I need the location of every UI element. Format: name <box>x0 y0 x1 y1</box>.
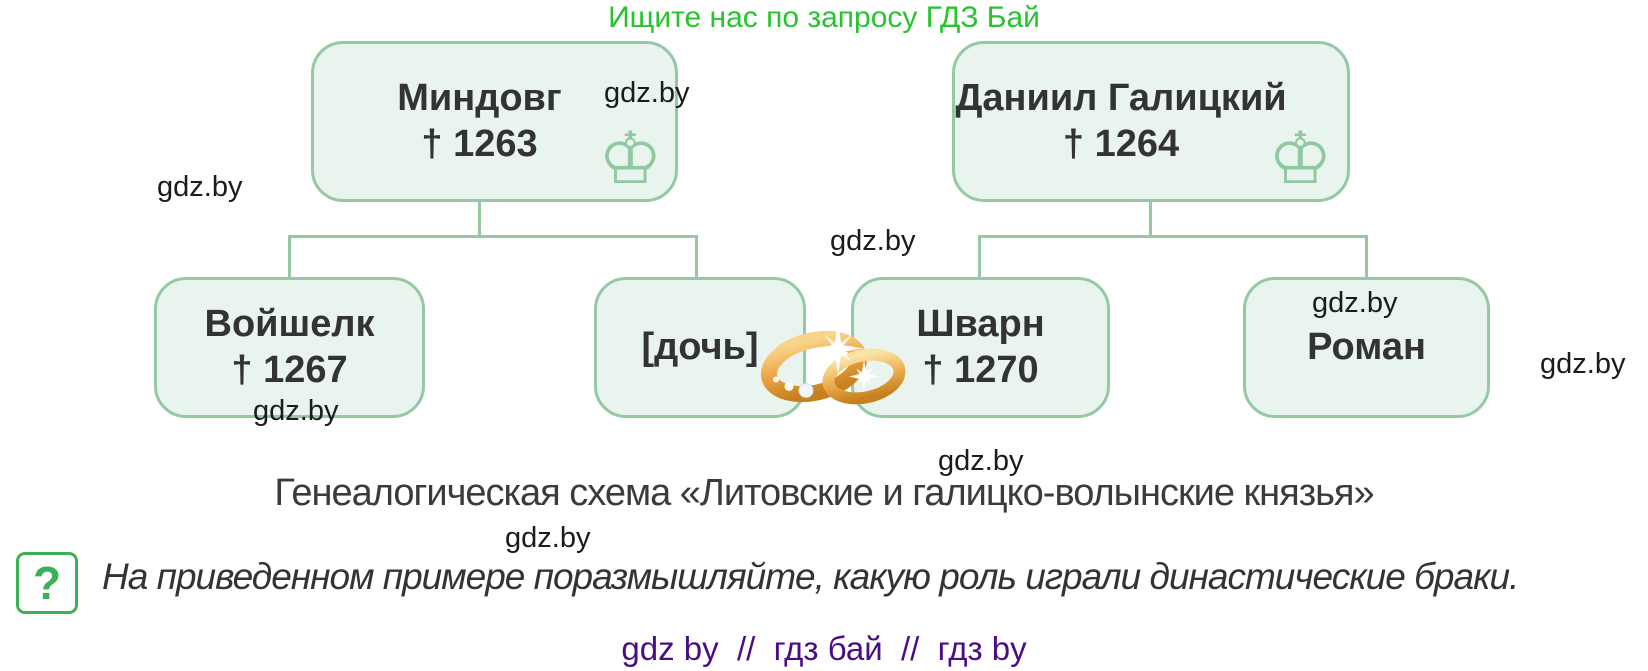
node-mindovg: Миндовг † 1263 <box>311 41 678 202</box>
person-death: † 1263 <box>421 122 538 165</box>
sparkle <box>849 360 879 393</box>
gdz-watermark: gdz.by <box>604 77 690 109</box>
question-icon-box: ? <box>16 552 78 614</box>
tree-connector-drop-shvarn <box>978 235 981 277</box>
person-death: † 1270 <box>922 348 1039 391</box>
footer-watermark: gdz by // гдз бай // гдз by <box>621 630 1027 667</box>
sparkle <box>812 322 864 375</box>
person-name: [дочь] <box>641 325 759 368</box>
person-name: Войшелк <box>204 302 375 345</box>
gdz-watermark: gdz.by <box>1312 287 1398 319</box>
wedding-rings-icon <box>760 322 906 405</box>
promo-text: Ищите нас по запросу ГДЗ Бай <box>608 1 1040 34</box>
tree-connector-hline-right <box>978 235 1368 238</box>
person-name: Даниил Галицкий <box>955 76 1287 119</box>
gdz-watermark: gdz.by <box>253 395 339 427</box>
person-death: † 1264 <box>1062 122 1180 165</box>
diagram-caption: Генеалогическая схема «Литовские и галиц… <box>274 472 1374 514</box>
gdz-watermark: gdz.by <box>157 171 243 203</box>
node-shvarn: Шварн † 1270 <box>851 277 1110 418</box>
question-text: На приведенном примере поразмышляйте, ка… <box>102 556 1519 597</box>
node-voishelk: Войшелк † 1267 <box>154 277 425 418</box>
person-name: Шварн <box>916 302 1045 345</box>
crown-icon: ♔ <box>1268 116 1333 200</box>
gdz-watermark: gdz.by <box>505 522 591 554</box>
tree-connector-hline-left <box>288 235 698 238</box>
person-name: Миндовг <box>397 76 562 119</box>
person-name: Роман <box>1307 325 1426 368</box>
node-roman: Роман <box>1243 277 1490 418</box>
node-daniil-galitsky: Даниил Галицкий † 1264 <box>952 41 1350 202</box>
tree-connector-drop-roman <box>1365 235 1368 277</box>
node-daughter: [дочь] <box>594 277 806 418</box>
tree-connector-stem-right <box>1149 202 1152 238</box>
tree-connector-drop-doch <box>695 235 698 277</box>
gdz-watermark: gdz.by <box>1540 348 1626 380</box>
crown-icon: ♔ <box>598 116 663 200</box>
person-death: † 1267 <box>231 348 348 391</box>
tree-connector-drop-voishelk <box>288 235 291 277</box>
question-mark-icon: ? <box>32 557 62 609</box>
tree-connector-stem-left <box>478 202 481 238</box>
gdz-watermark: gdz.by <box>830 225 916 257</box>
gdz-watermark: gdz.by <box>938 445 1024 477</box>
